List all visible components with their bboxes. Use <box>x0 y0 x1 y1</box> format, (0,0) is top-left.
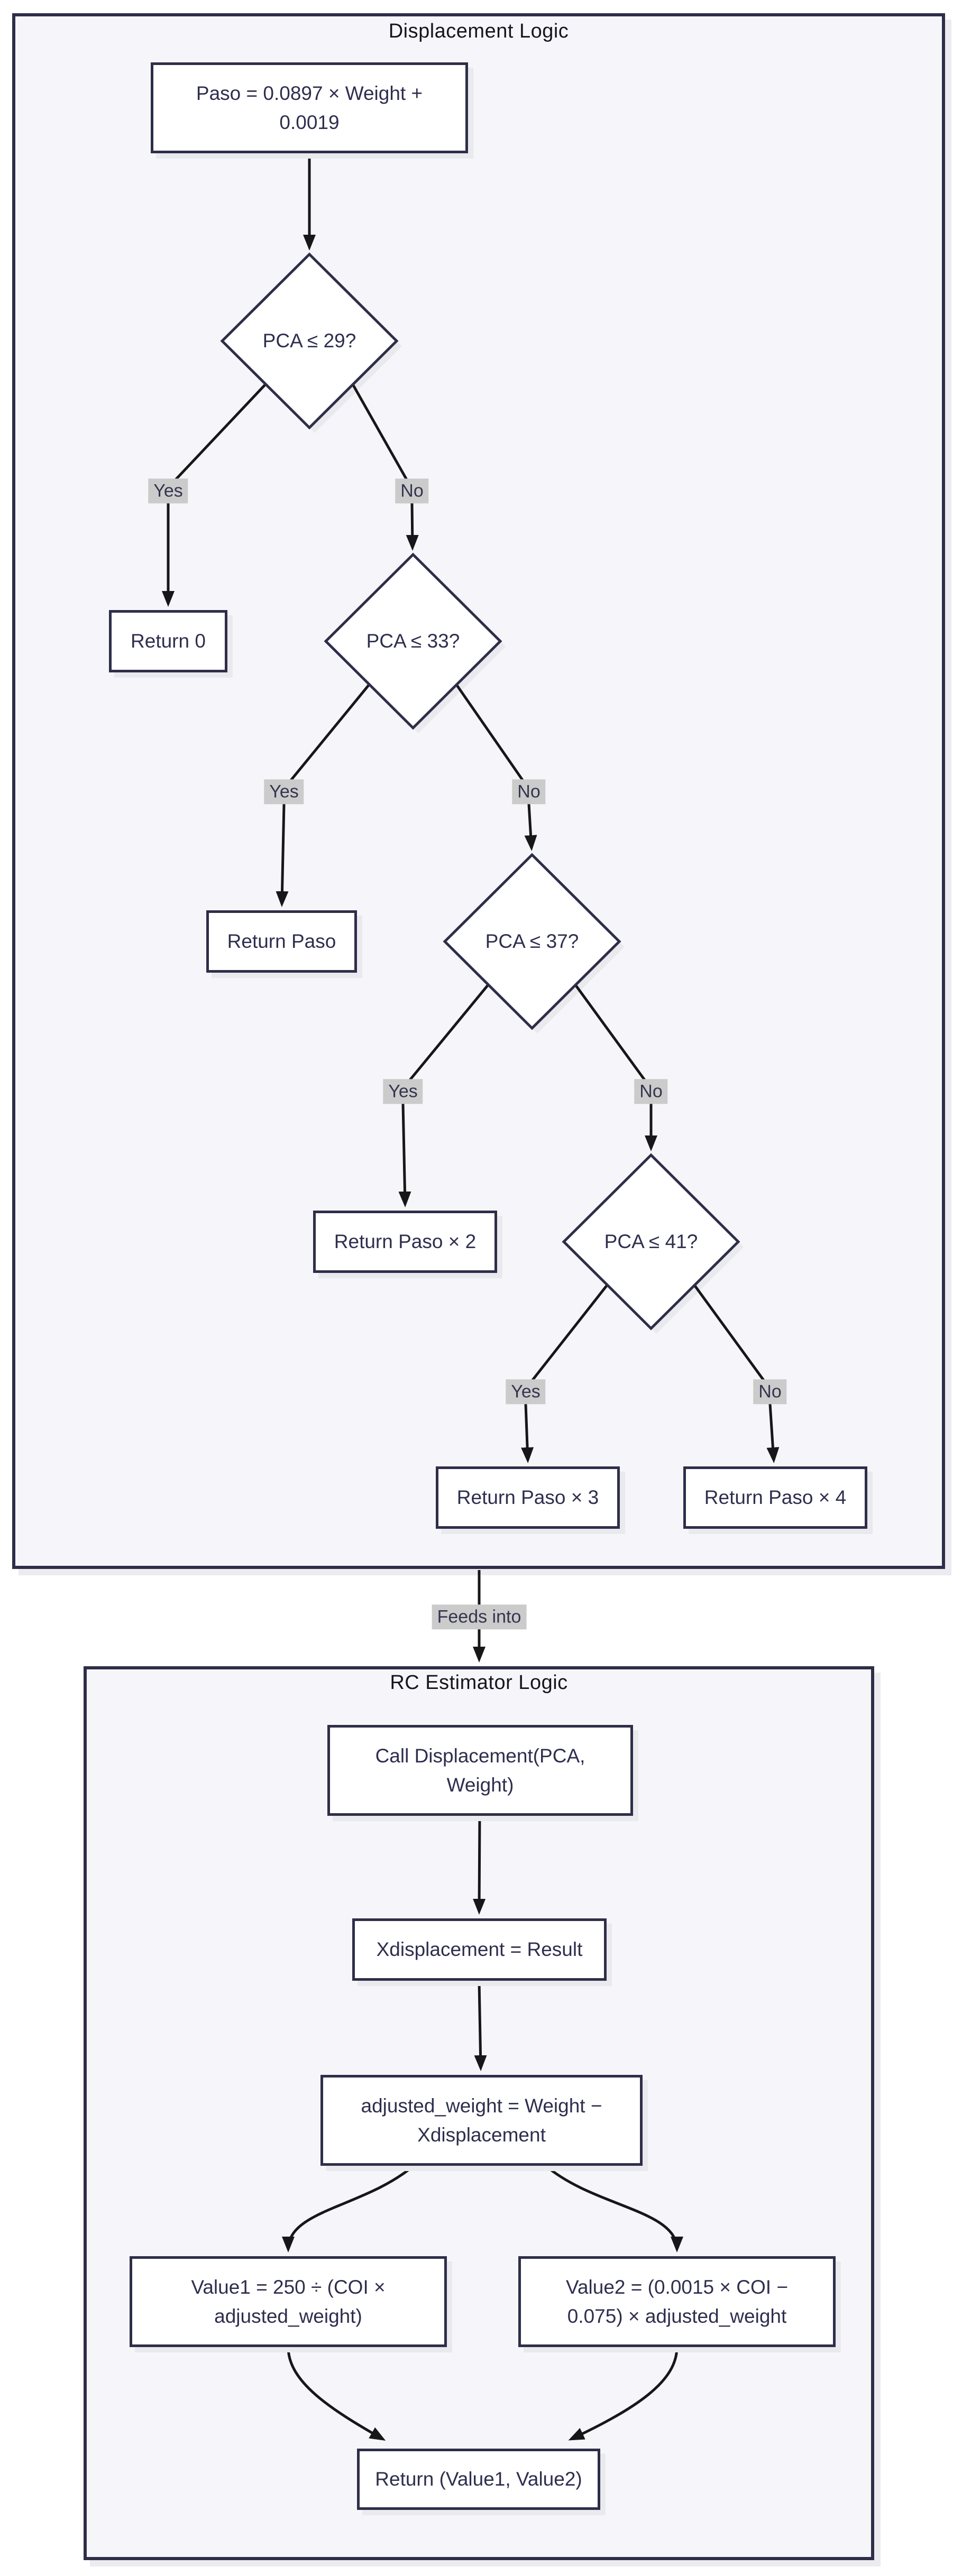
decision-diamond-pca29 <box>220 252 399 430</box>
node-value2-formula: Value2 = (0.0015 × COI − 0.075) × adjust… <box>518 2256 836 2347</box>
node-return-value1-value2: Return (Value1, Value2) <box>357 2449 600 2510</box>
node-return-paso-x4: Return Paso × 4 <box>683 1466 867 1529</box>
edge-label-no-4: No <box>753 1379 787 1405</box>
decision-pca-41-label: PCA ≤ 41? <box>604 1231 698 1252</box>
decision-diamonds <box>220 252 740 1331</box>
node-adjusted-weight: adjusted_weight = Weight − Xdisplacement <box>320 2075 643 2166</box>
node-xdisplacement-result: Xdisplacement = Result <box>352 1918 607 1981</box>
node-return-paso: Return Paso <box>206 910 357 973</box>
decision-pca-29-label: PCA ≤ 29? <box>262 330 356 352</box>
section-title-rc: RC Estimator Logic <box>390 1672 568 1694</box>
section-displacement-logic <box>12 13 945 1569</box>
edge-label-yes-2: Yes <box>264 779 304 805</box>
section-title-displacement: Displacement Logic <box>388 20 569 42</box>
decision-diamond-pca33 <box>324 552 502 730</box>
edge-label-no-1: No <box>395 478 429 504</box>
edge-label-yes-3: Yes <box>383 1079 423 1104</box>
node-return-paso-x2: Return Paso × 2 <box>313 1211 497 1273</box>
edge-label-yes-1: Yes <box>148 478 188 504</box>
node-value1-formula: Value1 = 250 ÷ (COI × adjusted_weight) <box>130 2256 447 2347</box>
decision-diamond-pca41 <box>562 1153 740 1331</box>
decision-diamond-pca37 <box>443 853 621 1030</box>
node-call-displacement: Call Displacement(PCA, Weight) <box>327 1725 633 1816</box>
node-paso-formula: Paso = 0.0897 × Weight + 0.0019 <box>151 62 468 153</box>
edge-label-no-2: No <box>512 779 546 805</box>
edge-label-no-3: No <box>634 1079 668 1104</box>
flow-edges <box>162 154 780 2441</box>
edge-label-feeds-into: Feeds into <box>432 1604 527 1630</box>
node-return-0: Return 0 <box>109 610 227 672</box>
decision-pca-37-label: PCA ≤ 37? <box>485 930 579 952</box>
edge-label-yes-4: Yes <box>506 1379 546 1405</box>
node-return-paso-x3: Return Paso × 3 <box>436 1466 620 1529</box>
decision-pca-33-label: PCA ≤ 33? <box>366 630 460 652</box>
